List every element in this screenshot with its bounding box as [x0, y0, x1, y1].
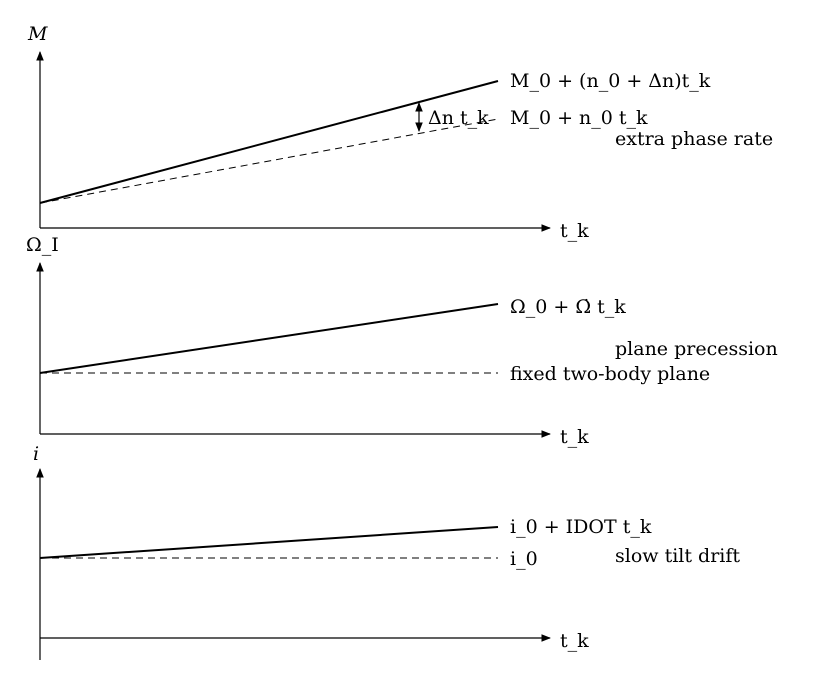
panel1-dashed-line: [39, 118, 499, 204]
panel3-note: slow tilt drift: [615, 545, 740, 567]
panel1-y-axis-label: M: [27, 23, 48, 45]
panel3-y-axis-label: i: [33, 443, 39, 465]
panel1-dashed-label: M_0 + n_0 t_k: [510, 107, 648, 129]
panel2-x-axis-label: t_k: [560, 426, 589, 448]
panel3-x-axis-label: t_k: [560, 630, 589, 652]
panel2-note: plane precession: [615, 338, 778, 360]
panel1-solid-label: M_0 + (n_0 + Δn)t_k: [510, 70, 711, 92]
panel3-dashed-label: i_0: [510, 548, 538, 570]
panel2-y-axis-label: Ω_I: [26, 234, 59, 256]
panel2-solid-label: Ω_0 + Ω̇ t_k: [510, 296, 626, 318]
panel3-solid-label: i_0 + IDOT t_k: [510, 516, 652, 538]
panel1-x-axis-label: t_k: [560, 220, 589, 242]
panel-mean-anomaly: M t_k Δn t_k M_0 + (n_0 + Δn)t_k M_0 + n…: [27, 23, 773, 242]
panel2-solid-line: [39, 303, 499, 374]
panel1-gap-label: Δn t_k: [428, 107, 489, 129]
panel-inclination: i t_k i_0 + IDOT t_k i_0 slow tilt drift: [33, 443, 740, 660]
panel1-solid-line: [39, 80, 499, 204]
panel-raan: Ω_I t_k Ω_0 + Ω̇ t_k fixed two-body plan…: [26, 234, 778, 448]
panel2-dashed-label: fixed two-body plane: [510, 363, 710, 385]
panel3-solid-line: [39, 526, 499, 559]
panel1-note: extra phase rate: [615, 128, 773, 150]
